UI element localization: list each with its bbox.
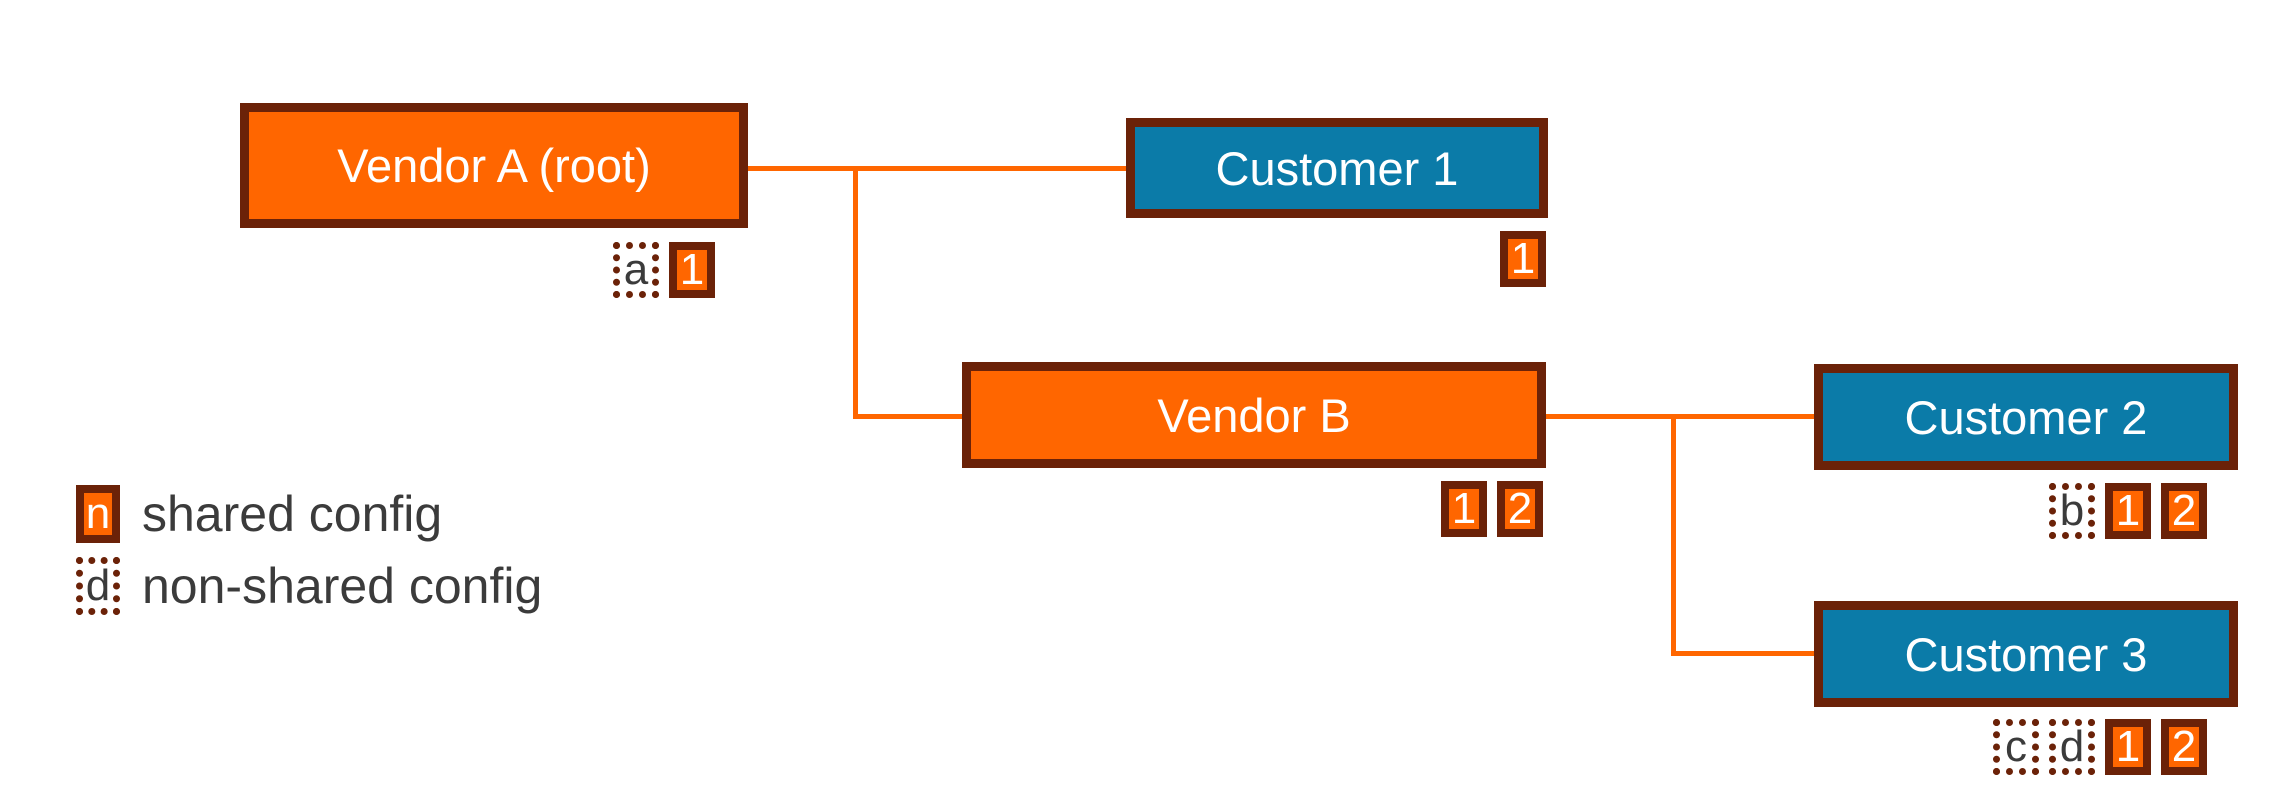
legend-swatch-non-shared-config: d (76, 557, 120, 615)
badge-shared-config[interactable]: 2 (1497, 481, 1543, 537)
node-customer-2[interactable]: Customer 2 (1814, 364, 2238, 470)
edge-vendor-a-to-vendor-b-horizontal (853, 414, 965, 419)
node-customer-3[interactable]: Customer 3 (1814, 601, 2238, 707)
badge-non-shared-config[interactable]: d (2049, 719, 2095, 775)
badge-shared-config[interactable]: 1 (2105, 483, 2151, 539)
node-customer-1[interactable]: Customer 1 (1126, 118, 1548, 218)
badges-customer-3: c d 1 2 (1993, 719, 2207, 775)
edge-vendor-b-stub (1543, 414, 1675, 419)
legend-label-non-shared-config: non-shared config (142, 558, 543, 614)
node-customer-1-label: Customer 1 (1215, 141, 1459, 195)
badges-vendor-a: a 1 (613, 242, 715, 298)
legend-label-shared-config: shared config (142, 486, 443, 542)
badge-non-shared-config[interactable]: b (2049, 483, 2095, 539)
badge-shared-config[interactable]: 1 (1500, 231, 1546, 287)
edge-vendor-a-to-vendor-b-vertical (853, 166, 858, 418)
node-vendor-b[interactable]: Vendor B (962, 362, 1546, 468)
node-customer-2-label: Customer 2 (1904, 390, 2148, 444)
badge-shared-config[interactable]: 1 (669, 242, 715, 298)
badges-customer-1: 1 (1500, 231, 1546, 287)
edge-vendor-b-branch-vertical (1671, 414, 1676, 655)
legend-swatch-shared-config: n (76, 485, 120, 543)
badge-non-shared-config[interactable]: c (1993, 719, 2039, 775)
badge-non-shared-config[interactable]: a (613, 242, 659, 298)
node-vendor-a[interactable]: Vendor A (root) (240, 103, 748, 228)
badge-shared-config[interactable]: 2 (2161, 483, 2207, 539)
edge-vendor-a-to-customer-1 (748, 166, 1128, 171)
legend: n shared config d non-shared config (76, 478, 542, 622)
legend-item-non-shared-config: d non-shared config (76, 550, 542, 622)
badge-shared-config[interactable]: 2 (2161, 719, 2207, 775)
node-vendor-a-label: Vendor A (root) (337, 139, 651, 192)
edge-vendor-b-to-customer-3 (1671, 651, 1817, 656)
edge-vendor-b-to-customer-2 (1671, 414, 1817, 419)
legend-item-shared-config: n shared config (76, 478, 542, 550)
badges-vendor-b: 1 2 (1441, 481, 1543, 537)
badge-shared-config[interactable]: 1 (1441, 481, 1487, 537)
node-vendor-b-label: Vendor B (1157, 388, 1351, 442)
badge-shared-config[interactable]: 1 (2105, 719, 2151, 775)
node-customer-3-label: Customer 3 (1904, 627, 2148, 681)
badges-customer-2: b 1 2 (2049, 483, 2207, 539)
